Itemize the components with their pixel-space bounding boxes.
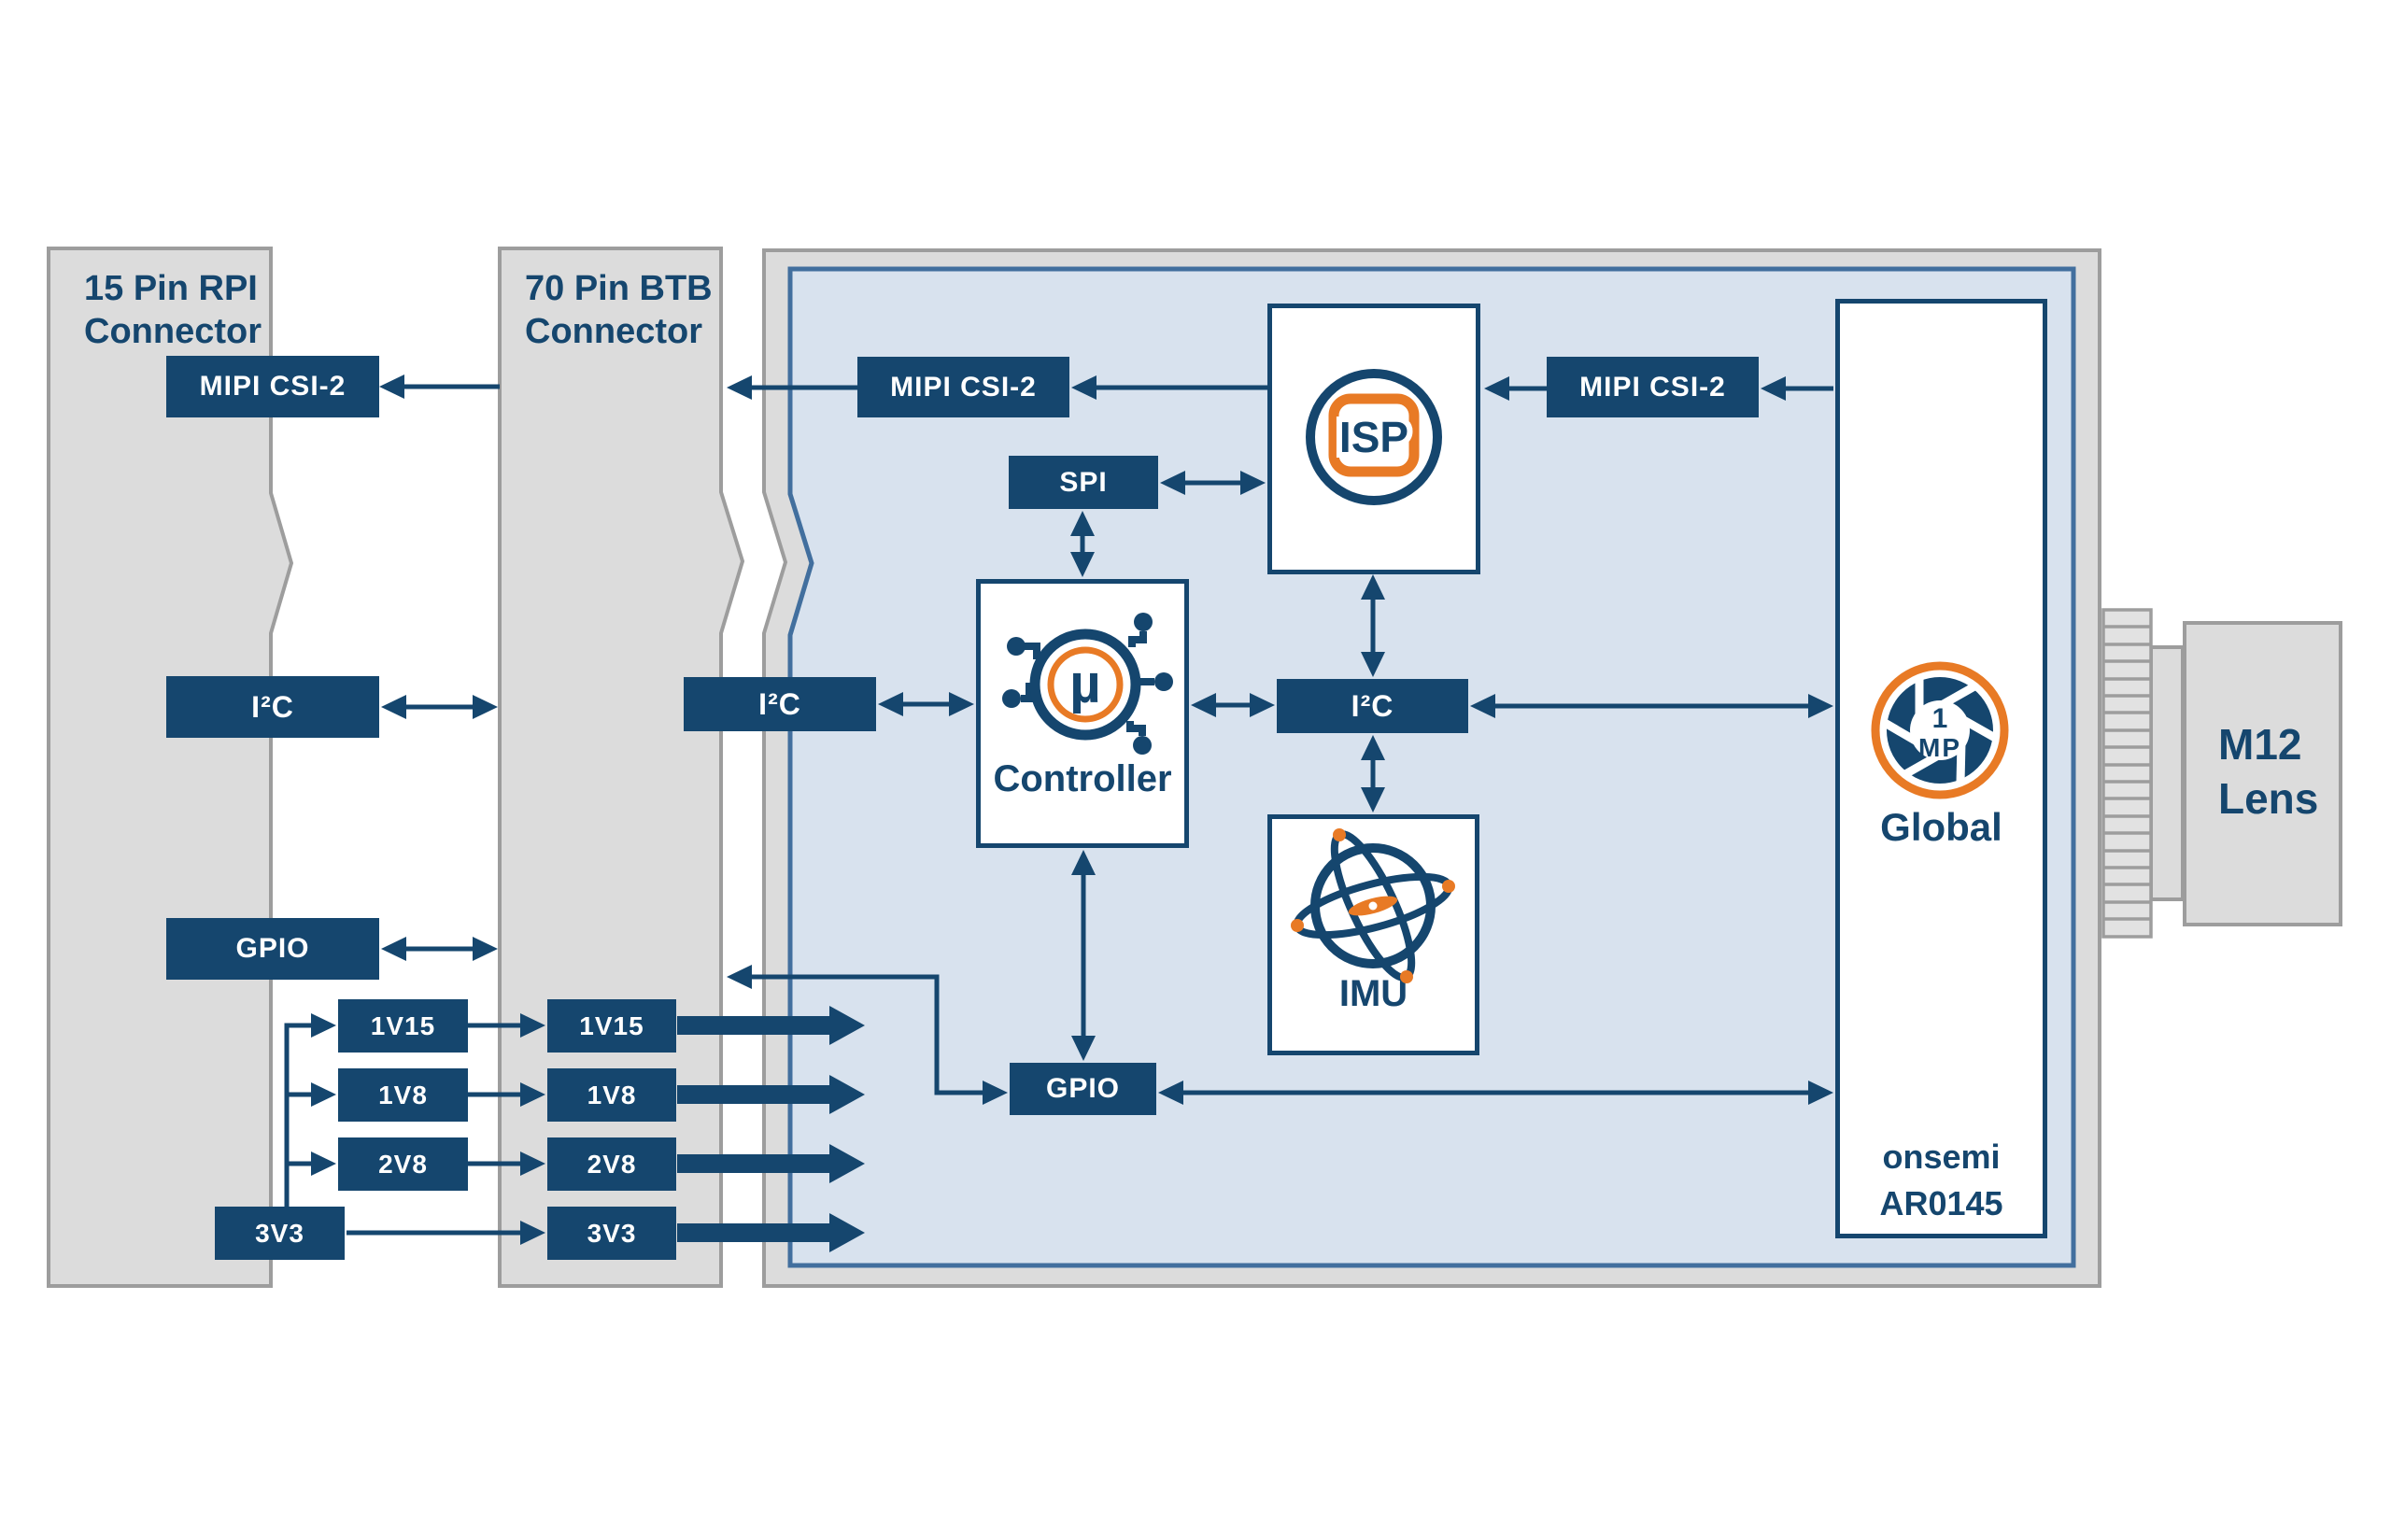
microcontroller-icon: µ xyxy=(1002,613,1173,755)
rpi-mipi-csi2-block: MIPI CSI-2 xyxy=(166,356,379,417)
sensor-mp-line1: 1 xyxy=(1932,703,1948,734)
btb-2v8-block: 2V8 xyxy=(547,1137,676,1191)
rpi-3v3-block: 3V3 xyxy=(215,1207,345,1260)
sensor-shutter-label: Global xyxy=(1880,805,2002,849)
power-arrows xyxy=(677,1006,865,1252)
btb-connector-title: 70 Pin BTB Connector xyxy=(525,269,713,351)
board-mipi-out-block: MIPI CSI-2 xyxy=(857,357,1069,417)
rpi-gpio-block: GPIO xyxy=(166,918,379,980)
lens-thread xyxy=(2101,608,2153,939)
m12-lens-box xyxy=(2183,621,2342,926)
board-panel-shape xyxy=(787,266,2076,1268)
sensor-aperture-icon: 1 MP xyxy=(1871,661,2009,799)
btb-i2c-block: I²C xyxy=(684,677,876,731)
btb-3v3-block: 3V3 xyxy=(547,1207,676,1260)
controller-label: Controller xyxy=(993,758,1172,799)
rpi-1v8-block: 1V8 xyxy=(338,1068,468,1122)
board-spi-block: SPI xyxy=(1009,456,1158,509)
m12-lens-label: M12 Lens xyxy=(2218,720,2319,823)
rpi-connector-title: 15 Pin RPI Connector xyxy=(84,269,262,351)
btb-1v15-block: 1V15 xyxy=(547,999,676,1053)
rpi-1v15-block: 1V15 xyxy=(338,999,468,1053)
sensor-brand-label: onsemi xyxy=(1882,1137,2001,1176)
lens-barrel xyxy=(2149,645,2185,901)
board-gpio-block: GPIO xyxy=(1010,1063,1156,1115)
rpi-2v8-block: 2V8 xyxy=(338,1137,468,1191)
imu-label: IMU xyxy=(1338,973,1408,1014)
signal-arrows xyxy=(284,374,1833,1245)
isp-icon-label: ISP xyxy=(1339,413,1408,461)
board-mipi-in-block: MIPI CSI-2 xyxy=(1547,357,1759,417)
board-i2c-block: I²C xyxy=(1277,679,1468,733)
btb-connector-shape xyxy=(498,247,745,1288)
rpi-i2c-block: I²C xyxy=(166,676,379,738)
imu-icon xyxy=(1291,828,1455,983)
isp-icon: ISP xyxy=(1306,369,1442,505)
sensor-mp-line2: MP xyxy=(1918,733,1961,762)
btb-1v8-block: 1V8 xyxy=(547,1068,676,1122)
sensor-part-label: AR0145 xyxy=(1879,1184,2003,1222)
rpi-connector-shape xyxy=(47,247,294,1288)
mu-symbol: µ xyxy=(1069,654,1100,714)
